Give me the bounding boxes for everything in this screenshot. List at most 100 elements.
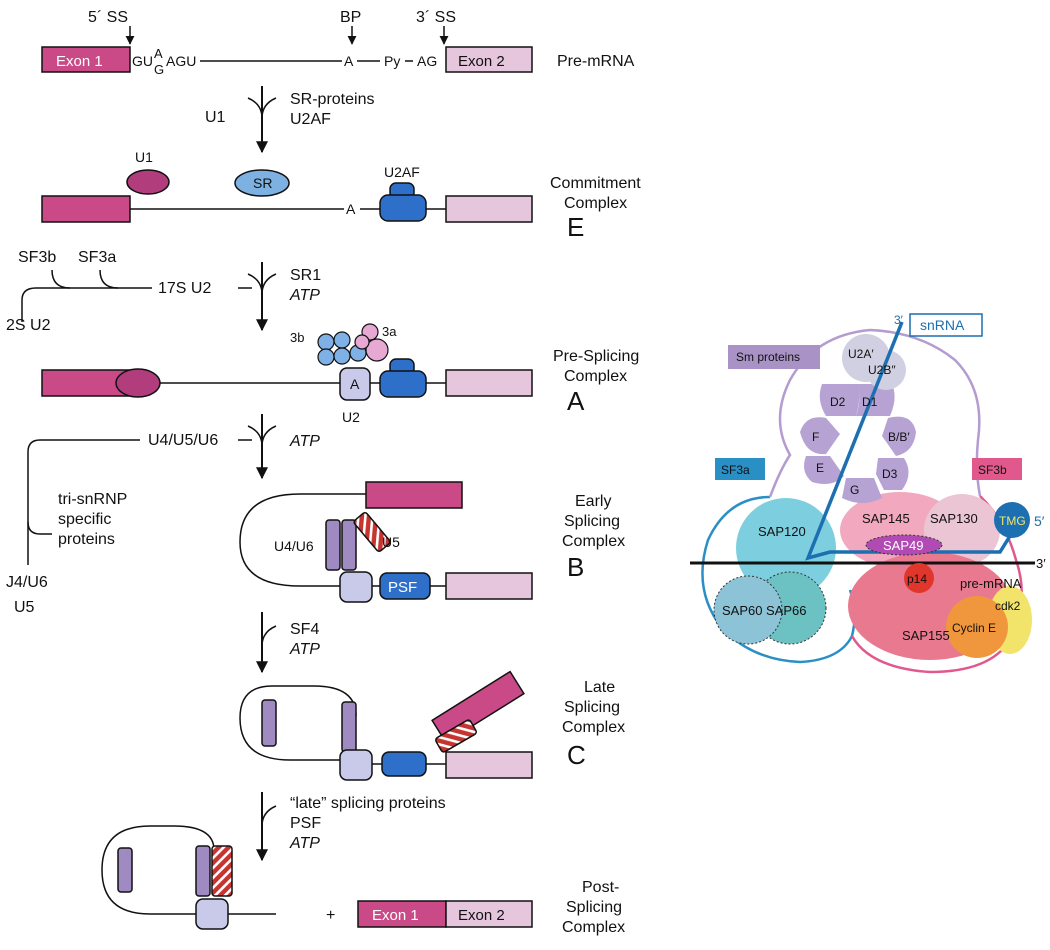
step1-u1: U1 xyxy=(205,109,226,126)
pre-splicing-complex-a: 3b 3a A U2 Pre-Splicing xyxy=(41,323,639,425)
post-splicing-complex: + Exon 1 Exon 2 Post- Splicing Complex xyxy=(101,825,625,936)
label-u5: U5 xyxy=(14,599,35,616)
step1-u2af: U2AF xyxy=(290,111,331,128)
exon2-box xyxy=(445,369,533,397)
label-cdk2: cdk2 xyxy=(995,599,1021,613)
u5-snrnp xyxy=(353,512,391,552)
label-a: A xyxy=(346,201,356,217)
label-3prime-right: 3′ xyxy=(1036,556,1046,571)
u6-snrna xyxy=(341,519,357,571)
label-sf3a: SF3a xyxy=(721,463,750,477)
label-sap49: SAP49 xyxy=(883,538,923,553)
exon2-box xyxy=(445,572,533,600)
step5-atp: ATP xyxy=(289,835,320,852)
sm-d2 xyxy=(819,384,860,416)
label-cyclin-e: Cyclin E xyxy=(952,621,996,635)
label-sf3a: SF3a xyxy=(78,249,116,266)
splicing-pathway: 5´ SS BP 3´ SS Exon 1 GU A G AGU A Py AG… xyxy=(6,9,641,936)
complex-c-name-1: Late xyxy=(584,679,615,696)
step5-late-proteins: “late” splicing proteins xyxy=(290,795,446,812)
u2-snrnp xyxy=(339,367,371,401)
label-sf3b: SF3b xyxy=(18,249,56,266)
psf-protein xyxy=(381,751,427,777)
label-u2: U2 xyxy=(342,409,360,425)
label-f: F xyxy=(812,430,819,444)
u2b-protein xyxy=(866,350,906,390)
complex-a-name-2: Complex xyxy=(564,368,627,385)
early-splicing-complex-b: U4/U6 U5 PSF Early Splicing Complex B xyxy=(239,481,625,603)
label-snrna: snRNA xyxy=(920,317,965,333)
sm-d3 xyxy=(876,458,909,490)
label-d1: D1 xyxy=(862,395,878,409)
label-u2b: U2B″ xyxy=(868,363,896,377)
label-u1: U1 xyxy=(135,149,153,165)
sf3b-subunits xyxy=(317,331,367,366)
u2-snrnp xyxy=(195,898,229,930)
spliced-exon2-label: Exon 2 xyxy=(458,907,505,924)
intron-lariat xyxy=(239,685,357,761)
sf3a-subunits xyxy=(354,323,389,362)
pre-mrna-row: 5´ SS BP 3´ SS Exon 1 GU A G AGU A Py AG… xyxy=(41,9,635,77)
complex-a-name-1: Pre-Splicing xyxy=(553,348,639,365)
label-g: G xyxy=(850,483,859,497)
u6-snrna-right xyxy=(195,845,211,897)
u2af-large xyxy=(379,370,427,398)
tri-snrnp-3: proteins xyxy=(58,531,115,548)
complex-e-letter: E xyxy=(567,212,584,242)
seq-gu: GU xyxy=(132,53,153,69)
sm-outline xyxy=(768,328,982,498)
complex-b-name-2: Splicing xyxy=(564,513,620,530)
snrna-box xyxy=(909,313,983,337)
intron-loop xyxy=(239,493,366,587)
label-5prime: 5′ xyxy=(1034,513,1045,529)
tri-snrnp-2: specific xyxy=(58,511,111,528)
label-pre-mrna: pre-mRNA xyxy=(960,576,1022,591)
u2-snrnp-model: 3′ snRNA Sm proteins U2A′ U2B″ D2 D1 F B… xyxy=(690,313,1046,674)
label-3ss: 3´ SS xyxy=(416,9,456,26)
u6-snrna-left xyxy=(261,699,277,747)
label-u5: U5 xyxy=(382,534,400,550)
exon1-box xyxy=(41,46,131,73)
cyclin-e xyxy=(946,596,1008,658)
u2-snrnp xyxy=(339,571,373,603)
step5-psf: PSF xyxy=(290,815,321,832)
label-bb: B/B′ xyxy=(888,430,910,444)
label-sap130: SAP130 xyxy=(930,511,978,526)
seq-agu: AGU xyxy=(166,53,196,69)
step1-sr-proteins: SR-proteins xyxy=(290,91,374,108)
label-u4u6: U4/U6 xyxy=(274,538,314,554)
sap49 xyxy=(865,534,943,556)
sm-ring xyxy=(800,384,916,503)
label-bp: BP xyxy=(340,9,361,26)
exon1-box xyxy=(431,670,525,744)
pre-mrna-label: Pre-mRNA xyxy=(557,53,635,70)
sf3b-box xyxy=(972,458,1022,480)
label-5ss: 5´ SS xyxy=(88,9,128,26)
u6-snrna-left xyxy=(117,847,133,893)
label-sap120: SAP120 xyxy=(758,524,806,539)
label-u2af: U2AF xyxy=(384,164,420,180)
complex-post-name-1: Post- xyxy=(582,879,619,896)
step2-atp: ATP xyxy=(289,287,320,304)
label-u4u5u6: U4/U5/U6 xyxy=(148,432,218,449)
exon1-label: Exon 1 xyxy=(56,53,103,70)
label-sap145: SAP145 xyxy=(862,511,910,526)
spliced-exon2 xyxy=(445,900,533,928)
u1-snrnp xyxy=(115,368,161,398)
label-17s-u2: 17S U2 xyxy=(158,280,211,297)
label-3prime-top: 3′ xyxy=(894,313,904,327)
sm-e xyxy=(804,456,844,484)
excised-lariat xyxy=(101,825,215,915)
label-3a: 3a xyxy=(382,324,397,339)
label-j4u6: J4/U6 xyxy=(6,574,48,591)
label-sm-proteins: Sm proteins xyxy=(736,350,800,364)
seq-bp-a: A xyxy=(344,53,354,69)
u5-snrnp xyxy=(435,719,477,753)
sm-proteins-box xyxy=(728,345,820,369)
sf3a-outline xyxy=(701,495,856,664)
step-arrow-2: SF3b SF3a 17S U2 2S U2 SR1 ATP xyxy=(6,249,321,334)
sm-g xyxy=(842,478,882,503)
step-arrow-1: U1 SR-proteins U2AF xyxy=(205,86,374,154)
step3-atp: ATP xyxy=(289,433,320,450)
label-psf: PSF xyxy=(388,579,417,596)
